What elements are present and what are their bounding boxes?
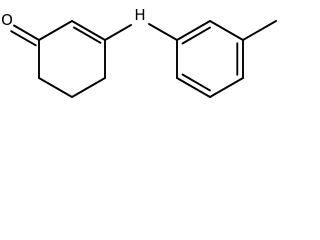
tolyl-ring <box>176 20 244 98</box>
chemical-structure-diagram: O H <box>1 6 277 98</box>
methyl-group <box>242 20 277 41</box>
carbonyl-group: O <box>1 11 40 47</box>
cyclohexenone-ring <box>38 20 106 98</box>
bond-c5-c6 <box>38 77 73 98</box>
bond-a2-a3 <box>209 20 244 41</box>
bond-a5-a6-inner <box>181 73 211 92</box>
bond-c1-c2 <box>38 20 73 41</box>
bond-a5-a6 <box>176 77 211 98</box>
bond-a1-a2 <box>176 20 211 41</box>
bond-c3-n <box>104 24 132 41</box>
bond-c1-o-double <box>10 30 37 47</box>
oxygen-atom-label: O <box>1 11 13 29</box>
bond-c2-c3 <box>71 20 106 41</box>
bond-c2-c3-double <box>73 26 102 44</box>
amine-linker: H <box>104 6 178 41</box>
bond-c4-c5 <box>71 77 106 98</box>
bond-a4-a5 <box>209 77 244 98</box>
bond-c1-o <box>13 24 40 41</box>
amine-atom-label: H <box>134 6 145 24</box>
bond-a3-methyl <box>242 20 277 41</box>
bond-a1-a2-inner <box>181 26 211 45</box>
bond-n-ar <box>148 23 178 41</box>
